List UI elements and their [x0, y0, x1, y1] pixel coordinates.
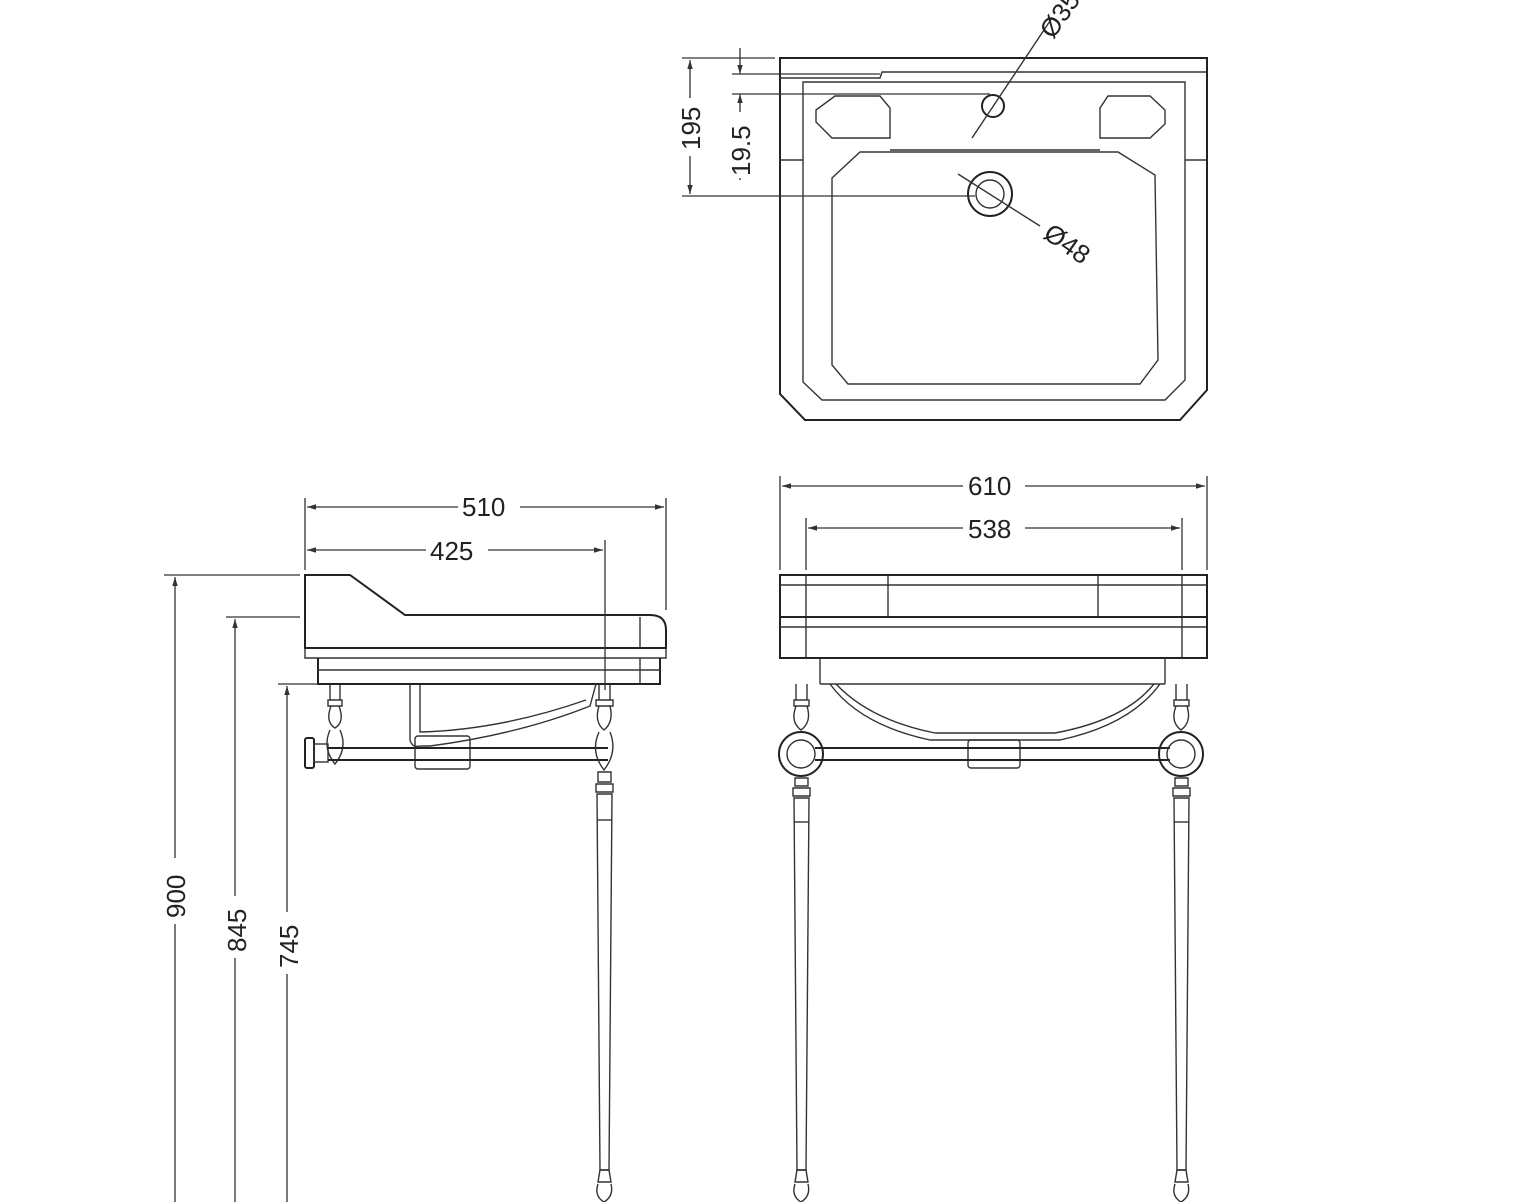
label-510: 510	[462, 492, 505, 522]
wall-bracket	[304, 737, 608, 769]
label-745: 745	[274, 925, 304, 968]
basin-outline	[779, 57, 1208, 421]
basin-front-rim	[779, 616, 1208, 659]
waste-leader	[957, 173, 1041, 227]
waste-trap	[414, 735, 471, 770]
bowl-underside	[409, 683, 597, 748]
label-845: 845	[222, 909, 252, 952]
plan-view: Ø35 Ø48 195 19.5	[674, 0, 1208, 421]
tap-hole	[981, 94, 1005, 118]
right-soap-recess	[1099, 95, 1166, 139]
front-right-leg	[1158, 684, 1204, 1202]
front-bowl-underside	[829, 683, 1161, 741]
label-waste-dia: Ø48	[1039, 217, 1096, 270]
tap-hole-leader	[971, 17, 1053, 139]
waste-outlet-inner	[975, 179, 1005, 209]
basin-front-top	[779, 574, 1208, 618]
side-view: 510 425 900 845 745	[158, 490, 667, 1202]
inner-rim	[802, 81, 1186, 401]
front-left-leg	[778, 684, 824, 1202]
label-tap-hole-dia: Ø35	[1033, 0, 1086, 43]
left-soap-recess	[815, 95, 891, 139]
label-538: 538	[968, 514, 1011, 544]
waste-outlet-outer	[967, 171, 1013, 217]
basin-side-body	[304, 574, 667, 649]
bowl-outline	[831, 151, 1159, 385]
front-waste	[967, 739, 1021, 769]
label-19-5: 19.5	[726, 125, 756, 176]
basin-side-skirt	[317, 658, 661, 685]
rear-leg	[326, 684, 344, 766]
label-610: 610	[968, 471, 1011, 501]
back-ledge	[780, 71, 1207, 79]
front-leg	[594, 684, 614, 1202]
label-425: 425	[430, 536, 473, 566]
label-195: 195	[676, 107, 706, 150]
label-900: 900	[161, 875, 191, 918]
front-view: 610 538	[778, 469, 1208, 1202]
